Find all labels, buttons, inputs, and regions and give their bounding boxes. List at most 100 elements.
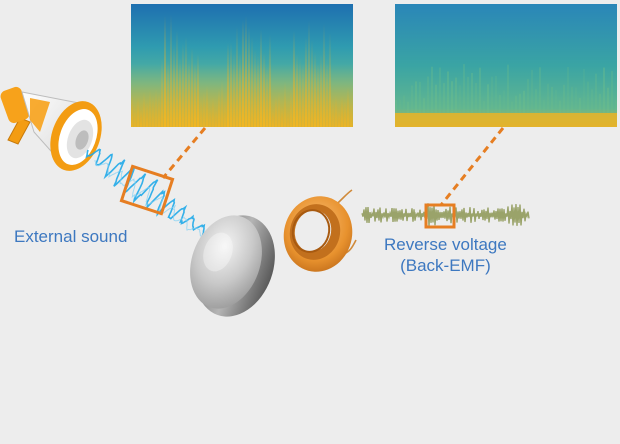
spectrogram-stripe xyxy=(317,63,319,127)
spectrogram-stripe xyxy=(185,36,187,127)
spectrogram-stripe xyxy=(599,93,601,113)
label-reverse-voltage-line2: (Back-EMF) xyxy=(400,256,491,275)
spectrogram-stripe xyxy=(431,66,433,113)
spectrogram-stripe xyxy=(215,110,217,127)
connector-back-emf xyxy=(439,127,505,206)
spectrogram-stripe xyxy=(499,94,501,113)
spectrogram-stripe xyxy=(455,77,457,113)
spectrogram-stripe xyxy=(439,67,441,113)
spectrogram-stripe xyxy=(551,86,553,113)
spectrogram-stripe xyxy=(179,57,181,127)
label-external-sound: External sound xyxy=(14,227,128,246)
spectrogram-stripe xyxy=(463,64,465,113)
spectrogram-stripe xyxy=(547,83,549,113)
spectrogram-stripe xyxy=(555,89,557,113)
megaphone-icon xyxy=(0,86,102,171)
spectrogram-stripe xyxy=(197,53,199,127)
spectrogram-stripe xyxy=(320,54,322,128)
spectrogram-back-emf-formants xyxy=(395,64,617,113)
spectrogram-stripe xyxy=(523,90,525,113)
spectrogram-stripe xyxy=(563,84,565,113)
spectrogram-stripe xyxy=(290,87,292,127)
spectrogram-stripe xyxy=(137,96,139,127)
spectrogram-stripe xyxy=(272,108,274,127)
spectrogram-stripe xyxy=(519,93,521,113)
spectrogram-stripe xyxy=(230,42,232,128)
spectrogram-stripe xyxy=(427,76,429,113)
spectrogram-stripe xyxy=(299,57,301,127)
spectrogram-stripe xyxy=(479,67,481,113)
spectrogram-stripe xyxy=(423,98,425,113)
highlight-box-external xyxy=(119,164,175,216)
label-reverse-voltage: Reverse voltage (Back-EMF) xyxy=(384,234,507,276)
spectrogram-external-formants xyxy=(131,14,352,128)
spectrogram-stripe xyxy=(615,99,617,113)
spectrogram-stripe xyxy=(419,81,421,113)
spectrogram-stripe xyxy=(487,84,489,113)
spectrogram-stripe xyxy=(341,96,343,127)
spectrogram-stripe xyxy=(167,60,169,127)
spectrogram-stripe xyxy=(443,83,445,113)
spectrogram-stripe xyxy=(338,111,340,127)
spectrogram-stripe xyxy=(539,67,541,113)
spectrogram-stripe xyxy=(344,100,346,127)
spectrogram-stripe xyxy=(323,23,325,128)
spectrogram-stripe xyxy=(411,85,413,113)
spectrogram-stripe xyxy=(149,88,151,127)
copper-coil-icon xyxy=(283,189,357,272)
spectrogram-stripe xyxy=(335,95,337,127)
spectrogram-stripe xyxy=(245,16,247,127)
spectrogram-stripe xyxy=(227,42,229,128)
spectrogram-stripe xyxy=(224,96,226,127)
spectrogram-stripe xyxy=(254,49,256,127)
spectrogram-stripe xyxy=(305,37,307,127)
spectrogram-stripe xyxy=(503,90,505,113)
spectrogram-stripe xyxy=(579,97,581,113)
spectrogram-stripe xyxy=(311,39,313,127)
spectrogram-stripe xyxy=(239,52,241,128)
spectrogram-stripe xyxy=(447,71,449,113)
spectrogram-stripe xyxy=(248,25,250,128)
spectrogram-stripe xyxy=(188,58,190,127)
spectrogram-stripe xyxy=(191,47,193,128)
spectrogram-stripe xyxy=(266,66,268,127)
spectrogram-stripe xyxy=(403,95,405,113)
spectrogram-stripe xyxy=(131,94,133,127)
spectrogram-stripe xyxy=(527,79,529,113)
spectrogram-stripe xyxy=(296,54,298,127)
spectrogram-stripe xyxy=(329,32,331,127)
spectrogram-stripe xyxy=(236,26,238,127)
spectrogram-stripe xyxy=(587,81,589,113)
spectrogram-stripe xyxy=(459,85,461,113)
spectrogram-stripe xyxy=(212,96,214,127)
spectrogram-stripe xyxy=(269,34,271,128)
spectrogram-stripe xyxy=(143,91,145,127)
spectrogram-stripe xyxy=(182,42,184,127)
spectrogram-stripe xyxy=(507,64,509,113)
spectrogram-stripe xyxy=(407,101,409,113)
label-reverse-voltage-line1: Reverse voltage xyxy=(384,235,507,254)
spectrogram-stripe xyxy=(140,109,142,127)
spectrogram-stripe xyxy=(326,57,328,127)
spectrogram-stripe xyxy=(161,57,163,127)
spectrogram-stripe xyxy=(483,100,485,113)
spectrogram-stripe xyxy=(511,101,513,113)
spectrogram-stripe xyxy=(475,82,477,113)
spectrogram-stripe xyxy=(583,68,585,113)
spectrogram-stripe xyxy=(611,70,613,113)
spectrogram-stripe xyxy=(571,86,573,113)
spectrogram-stripe xyxy=(495,75,497,113)
spectrogram-stripe xyxy=(242,19,244,128)
spectrogram-stripe xyxy=(206,85,208,127)
spectrogram-stripe xyxy=(260,29,262,127)
spectrogram-stripe xyxy=(158,92,160,127)
external-sound-wave xyxy=(85,148,206,236)
spectrogram-stripe xyxy=(435,84,437,113)
spectrogram-stripe xyxy=(591,89,593,113)
spectrogram-stripe xyxy=(287,111,289,127)
spectrogram-stripe xyxy=(200,95,202,127)
spectrogram-stripe xyxy=(134,107,136,127)
spectrogram-stripe xyxy=(314,51,316,127)
